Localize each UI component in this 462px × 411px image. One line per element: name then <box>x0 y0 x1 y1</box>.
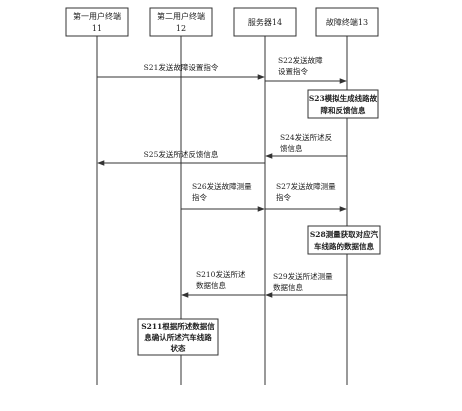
note-s23: S23模拟生成线路故 障和反馈信息 <box>307 89 379 119</box>
note-label: 车线路的数据信息 <box>314 241 374 251</box>
participant-label: 服务器14 <box>248 17 282 27</box>
message-label: S24发送所述反 <box>280 132 333 142</box>
message-label: S21发送故障设置指令 <box>144 62 219 72</box>
message-s21: S21发送故障设置指令 <box>97 62 265 80</box>
message-s26: S26发送故障测量 指令 <box>181 181 265 212</box>
note-label: S23模拟生成线路故 <box>309 93 378 103</box>
message-s25: S25发送所述反馈信息 <box>97 149 265 166</box>
participant-label: 第一用户终端 <box>73 11 121 21</box>
participant-first-user-terminal: 第一用户终端 11 <box>65 7 129 385</box>
note-label: 状态 <box>171 343 186 353</box>
message-s24: S24发送所述反 馈信息 <box>265 132 347 159</box>
message-label: 指令 <box>192 192 207 202</box>
message-label: S25发送所述反馈信息 <box>144 149 219 159</box>
note-label: 障和反馈信息 <box>321 105 366 115</box>
participant-label: 第二用户终端 <box>157 11 205 21</box>
participant-label: 11 <box>92 24 102 33</box>
note-s28: S28测量获取对应汽 车线路的数据信息 <box>307 225 381 255</box>
message-label: 数据信息 <box>273 282 303 292</box>
note-box <box>307 89 379 119</box>
note-s211: S211根据所述数据信 息确认所述汽车线路 状态 <box>137 318 219 356</box>
message-label: 数据信息 <box>196 280 226 290</box>
message-label: S22发送故障 <box>278 55 323 65</box>
message-label: 设置指令 <box>278 66 308 76</box>
message-s22: S22发送故障 设置指令 <box>265 55 347 84</box>
note-box <box>137 318 219 356</box>
message-label: S210发送所述 <box>196 269 246 279</box>
participant-box-server <box>233 7 297 37</box>
participant-label: 12 <box>176 24 186 33</box>
message-label: 指令 <box>276 192 291 202</box>
note-label: S28测量获取对应汽 <box>310 229 379 239</box>
participant-fault-terminal: 故障终端13 <box>315 7 379 385</box>
message-label: S27发送故障测量 <box>276 181 336 191</box>
participant-label: 故障终端13 <box>326 17 368 27</box>
message-s29: S29发送所述测量 数据信息 <box>265 271 347 298</box>
message-s27: S27发送故障测量 指令 <box>265 181 347 212</box>
participant-box-first-user-terminal <box>65 7 129 37</box>
note-box <box>307 225 381 255</box>
message-s210: S210发送所述 数据信息 <box>181 269 265 298</box>
note-label: 息确认所述汽车线路 <box>144 332 212 342</box>
note-label: S211根据所述数据信 <box>141 321 215 331</box>
message-label: 馈信息 <box>280 143 303 153</box>
participant-box-second-user-terminal <box>149 7 213 37</box>
participant-server: 服务器14 <box>233 7 297 385</box>
message-label: S29发送所述测量 <box>273 271 333 281</box>
message-label: S26发送故障测量 <box>192 181 252 191</box>
participant-box-fault-terminal <box>315 7 379 37</box>
